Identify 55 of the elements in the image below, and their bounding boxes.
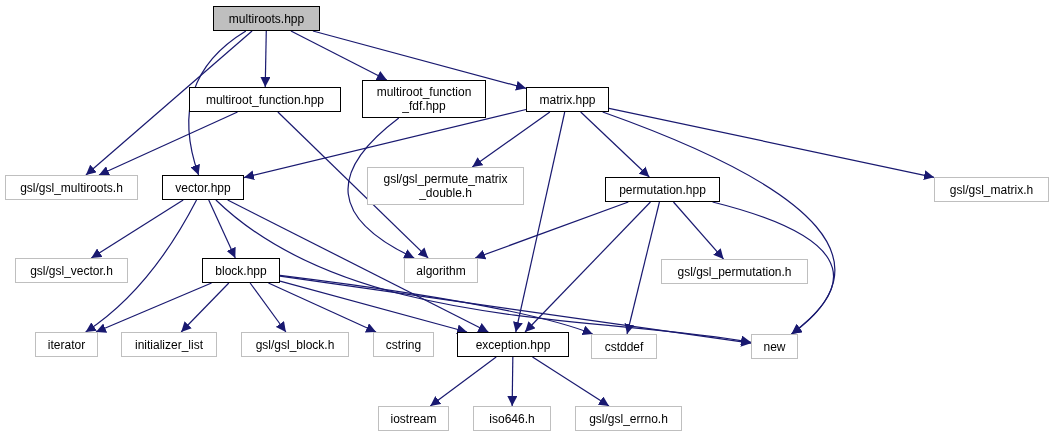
arrow [279,274,594,336]
arrow [524,201,652,333]
arrow [624,201,661,335]
arrow [290,30,388,81]
file-box: gsl/gsl_block.h [241,332,349,357]
file-box: multiroot_function.hpp [189,87,341,112]
file-box: algorithm [404,258,478,283]
arrow [90,199,184,259]
file-box: gsl/gsl_permutation.h [661,259,808,284]
arrow [215,199,752,346]
arrow [249,282,287,333]
arrow [580,111,650,178]
file-box: initializer_list [121,332,217,357]
arrow [608,107,935,181]
arrow [95,282,213,333]
arrow [672,201,725,260]
arrow [279,275,752,347]
file-box: matrix.hpp [526,87,609,112]
file-box: gsl/gsl_multiroots.h [5,175,138,200]
arrow [180,282,230,333]
file-box: multiroot_function _fdf.hpp [362,80,486,118]
file-box: gsl/gsl_matrix.h [934,177,1049,202]
arrow [513,111,566,333]
file-box: gsl/gsl_vector.h [15,258,128,283]
arrow [312,30,527,91]
file-box: multiroots.hpp [213,6,320,31]
arrow [602,111,835,335]
file-box: vector.hpp [162,175,244,200]
arrow [85,199,198,333]
file-box: cstring [373,332,434,357]
file-box: gsl/gsl_permute_matrix _double.h [367,167,524,205]
arrow [531,356,610,407]
arrow [507,356,518,407]
arrow [712,201,834,335]
file-box: exception.hpp [457,332,569,357]
file-box: cstddef [591,334,657,359]
arrow [227,199,489,333]
arrow [429,356,497,407]
arrow [260,30,271,88]
arrow [85,30,253,176]
file-box: gsl/gsl_errno.h [575,406,682,431]
arrow [347,117,415,259]
arrow [98,111,239,176]
arrow [277,111,429,259]
arrow [243,108,527,181]
arrow [208,199,236,259]
file-box: iostream [378,406,449,431]
arrow [267,282,377,333]
file-box: iso646.h [473,406,551,431]
file-box: iterator [35,332,98,357]
file-box: new [751,334,798,359]
file-box: permutation.hpp [605,177,720,202]
arrow [474,201,629,260]
arrow [471,111,551,168]
file-box: block.hpp [202,258,280,283]
